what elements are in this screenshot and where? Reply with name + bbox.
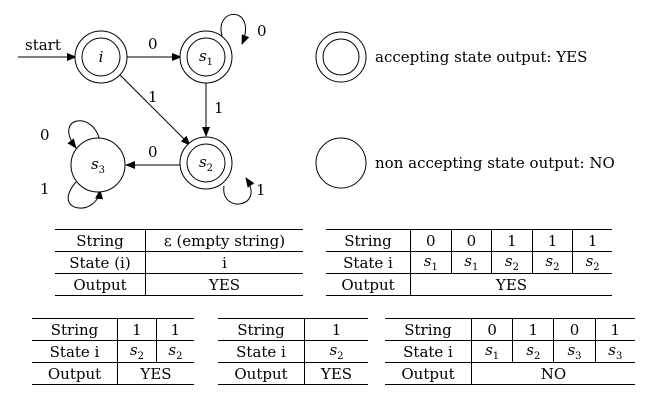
row-label-state: State i <box>326 251 411 274</box>
row-label-output: Output <box>385 362 472 385</box>
output-cell: NO <box>471 362 635 385</box>
row-label-state: State i <box>385 340 472 363</box>
svg-text:s2: s2 <box>199 153 213 174</box>
state-i-label: i <box>99 48 104 66</box>
output-cell: YES <box>410 273 612 296</box>
state-s3-label: s <box>91 155 99 173</box>
state-s1-sub: 1 <box>207 57 213 68</box>
trace-table-0101: String 0 1 0 1 State i s1 s2 s3 s3 Outpu… <box>385 318 635 385</box>
symbol-cell: 0 <box>410 229 452 252</box>
symbol-cell: ε (empty string) <box>145 229 303 252</box>
state-cell: s3 <box>553 340 596 363</box>
edge-label-i-s2: 1 <box>148 88 158 106</box>
legend-non-accepting: non accepting state output: NO <box>315 137 615 189</box>
state-s3: s3 <box>70 137 126 193</box>
trace-table-00111: String 0 0 1 1 1 State i s1 s1 s2 s2 s2 … <box>326 229 612 296</box>
row-label-output: Output <box>55 273 146 296</box>
legend-non-accepting-text: non accepting state output: NO <box>375 154 615 172</box>
edge-s3-loop-bottom <box>67 181 104 209</box>
state-i: i <box>74 30 128 84</box>
row-label-string: String <box>385 318 472 341</box>
edge-label-s1-s2: 1 <box>214 99 224 117</box>
state-cell: s1 <box>470 340 513 363</box>
edge-label-s2-s3: 0 <box>148 143 158 161</box>
row-label-output: Output <box>32 362 118 385</box>
state-cell: s1 <box>450 251 492 274</box>
state-s2: s2 <box>179 136 233 190</box>
state-cell: s2 <box>512 340 554 363</box>
edge-label-i-s1: 0 <box>148 35 158 53</box>
non-accepting-state-icon <box>315 137 367 189</box>
edge-s1-loop <box>220 13 250 45</box>
edge-label-s2-loop: 1 <box>256 181 266 199</box>
edge-s3-loop-top <box>67 120 101 149</box>
symbol-cell: 0 <box>450 229 492 252</box>
svg-text:s1: s1 <box>199 47 213 68</box>
edge-i-s2 <box>119 74 191 146</box>
state-cell: s2 <box>531 251 573 274</box>
state-cell: s2 <box>572 251 612 274</box>
symbol-cell: 1 <box>304 318 368 341</box>
row-label-string: String <box>55 229 146 252</box>
symbol-cell: 1 <box>117 318 157 341</box>
state-cell: s2 <box>491 251 533 274</box>
state-cell: s3 <box>594 340 635 363</box>
svg-text:s3: s3 <box>91 155 105 176</box>
row-label-string: String <box>326 229 411 252</box>
row-label-output: Output <box>326 273 411 296</box>
symbol-cell: 1 <box>155 318 194 341</box>
row-label-string: String <box>32 318 118 341</box>
state-s2-label: s <box>199 153 207 171</box>
row-label-state: State i <box>218 340 305 363</box>
accepting-state-icon <box>315 31 367 83</box>
edge-label-s1-loop: 0 <box>257 22 267 40</box>
trace-table-1: String 1 State i s2 Output YES <box>218 318 368 385</box>
state-s1-label: s <box>199 47 207 65</box>
state-cell: s2 <box>304 340 368 363</box>
legend-accepting: accepting state output: YES <box>315 31 587 83</box>
state-cell: s2 <box>117 340 157 363</box>
row-label-output: Output <box>218 362 305 385</box>
symbol-cell: 1 <box>491 229 533 252</box>
legend-accepting-text: accepting state output: YES <box>375 48 587 66</box>
symbol-cell: 1 <box>594 318 635 341</box>
state-diagram: start 0 0 1 1 0 1 0 1 i s1 s2 s3 <box>18 13 615 209</box>
output-cell: YES <box>145 273 303 296</box>
row-label-state: State (i) <box>55 251 146 274</box>
edge-label-s3-loop-top: 0 <box>40 126 50 144</box>
state-cell: i <box>145 251 303 274</box>
state-cell: s2 <box>155 340 194 363</box>
symbol-cell: 1 <box>572 229 612 252</box>
output-cell: YES <box>304 362 368 385</box>
edge-s2-loop <box>223 177 255 205</box>
state-cell: s1 <box>410 251 452 274</box>
symbol-cell: 0 <box>553 318 596 341</box>
symbol-cell: 1 <box>531 229 573 252</box>
state-s1: s1 <box>179 30 233 84</box>
edge-label-s3-loop-bottom: 1 <box>40 180 50 198</box>
symbol-cell: 1 <box>512 318 554 341</box>
row-label-state: State i <box>32 340 118 363</box>
state-s2-sub: 2 <box>207 163 213 174</box>
start-label: start <box>25 36 61 54</box>
trace-table-empty: String ε (empty string) State (i) i Outp… <box>55 229 303 296</box>
trace-table-11: String 1 1 State i s2 s2 Output YES <box>32 318 194 385</box>
symbol-cell: 0 <box>470 318 513 341</box>
state-s3-sub: 3 <box>99 165 105 176</box>
output-cell: YES <box>117 362 194 385</box>
row-label-string: String <box>218 318 305 341</box>
